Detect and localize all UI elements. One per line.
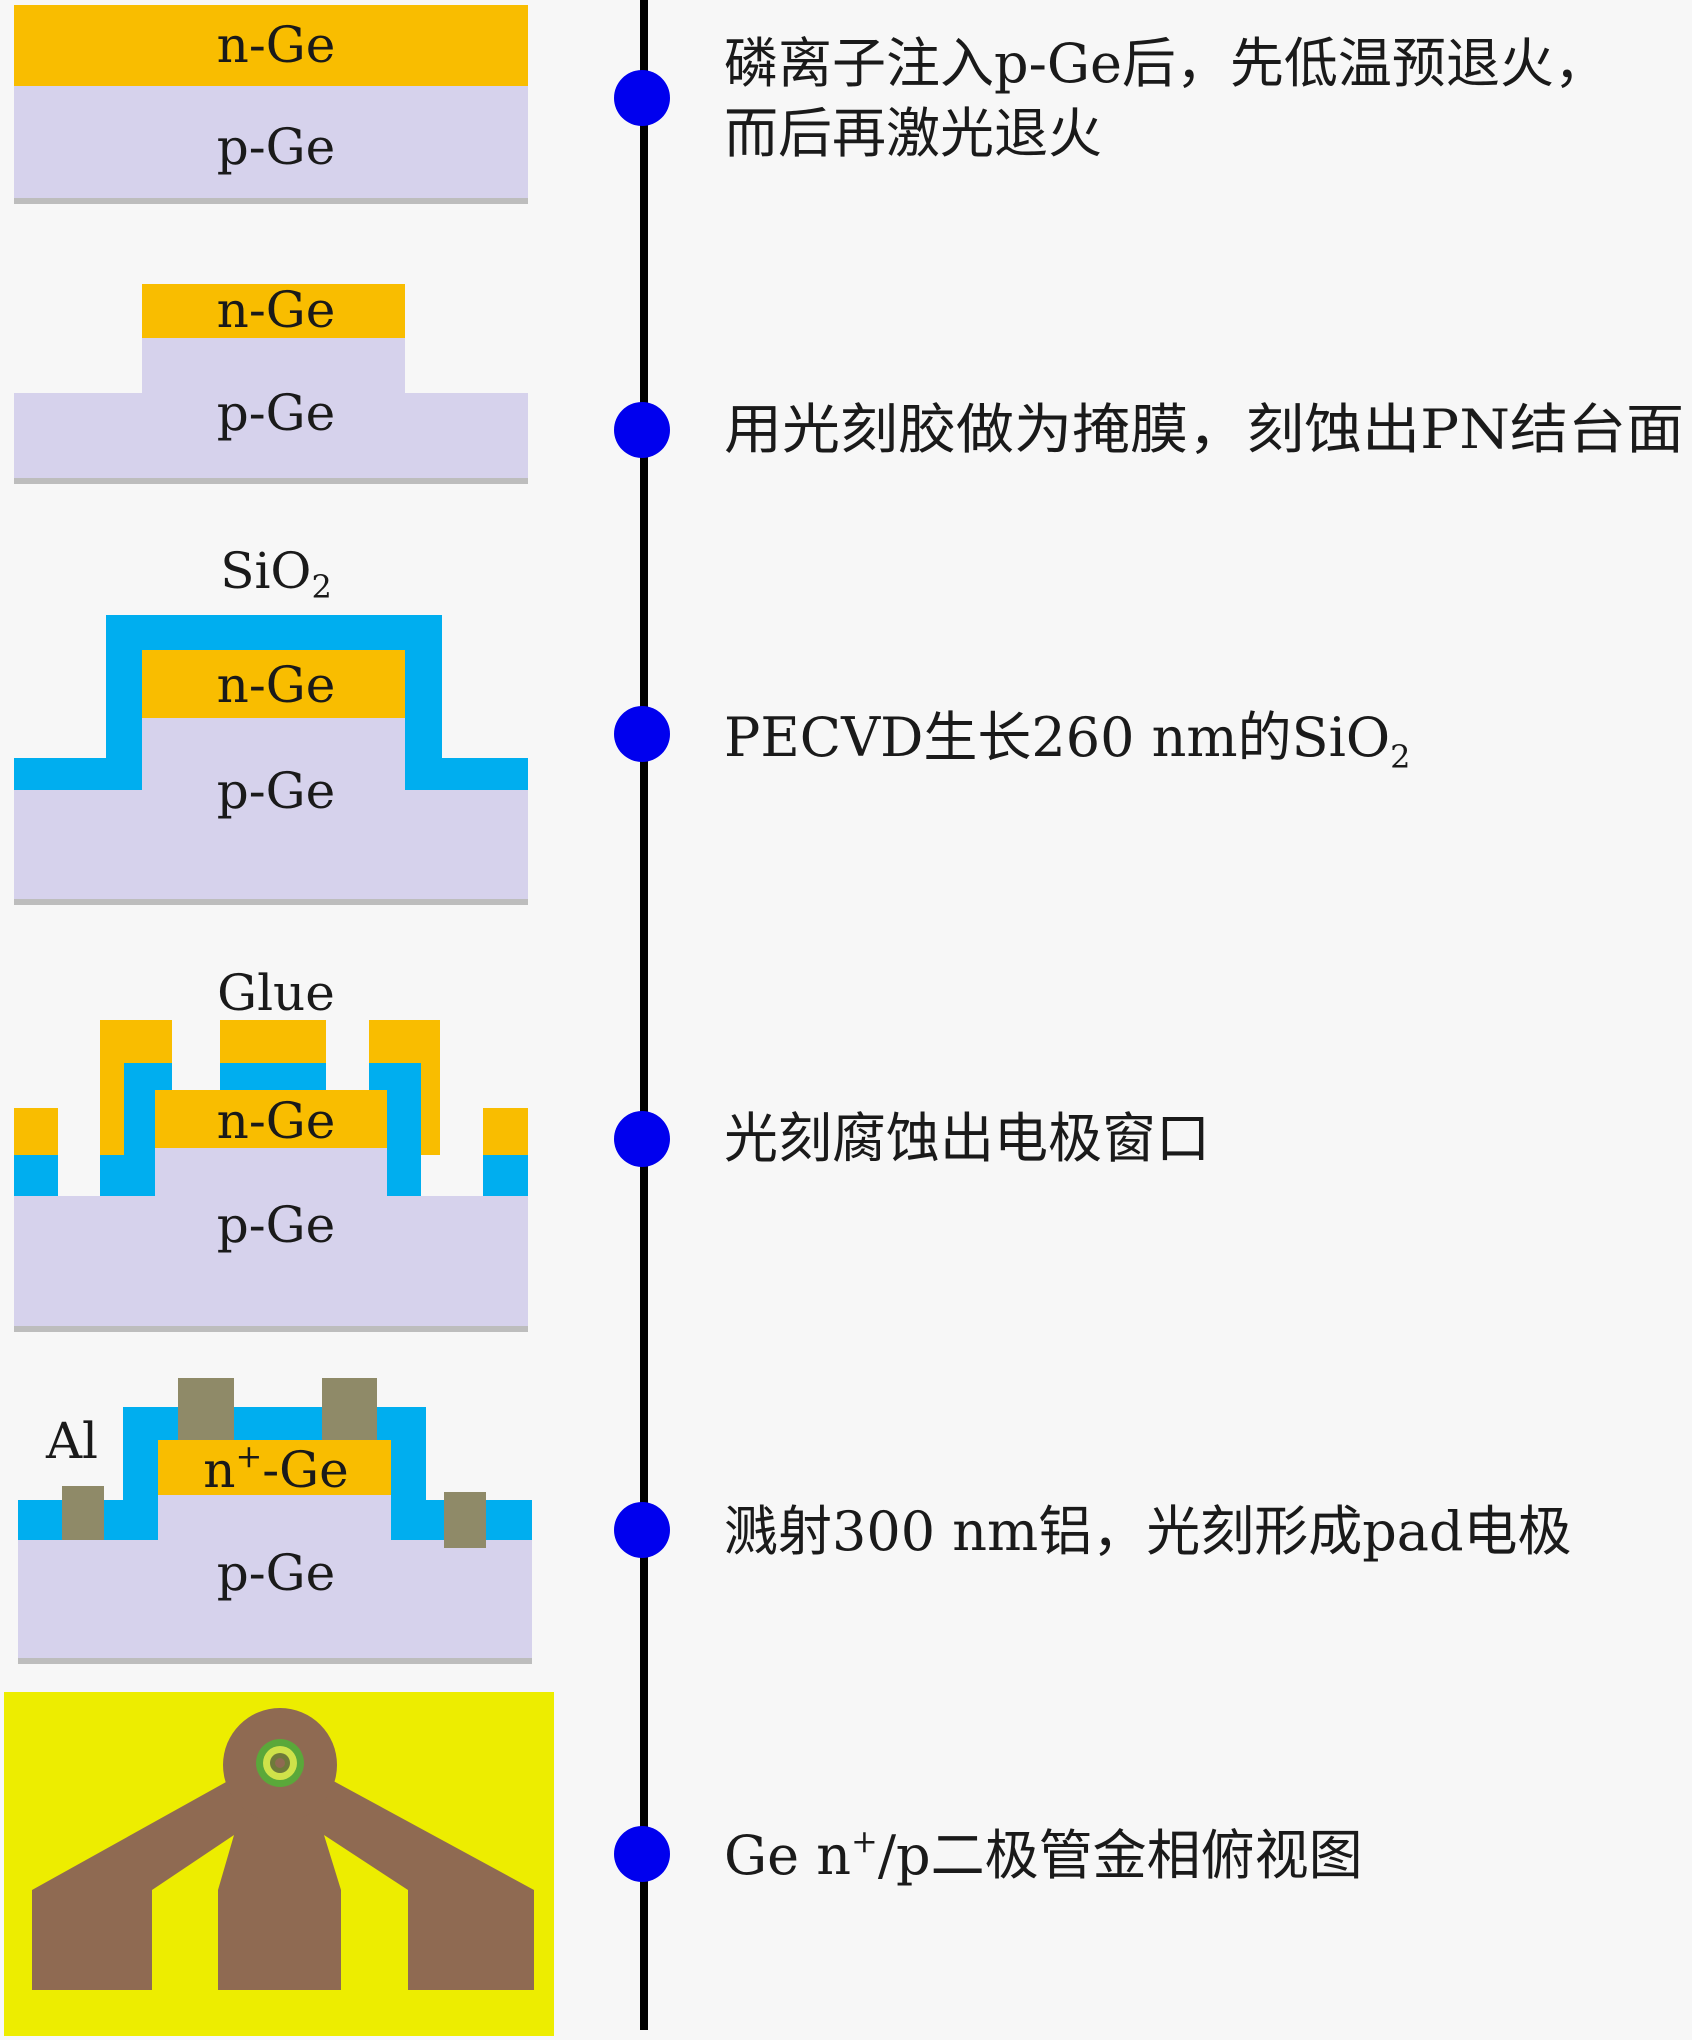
timeline-marker-6 [614,1826,670,1882]
p-ge-label: p-Ge [217,118,335,176]
sio2-right-edge [483,1155,528,1196]
step-4-description: 光刻腐蚀出电极窗口 [724,1107,1210,1170]
p-ge-label: p-Ge [217,384,335,442]
n-plus-ge-label: n+-Ge [203,1437,348,1499]
glue-left [100,1020,172,1155]
step-2-description: 用光刻胶做为掩膜，刻蚀出PN结台面 [724,398,1684,461]
sio2-left-edge [14,1155,58,1196]
step-3-description: PECVD生长260 nm的SiO2 [724,706,1410,776]
n-ge-label: n-Ge [217,281,336,339]
step-3-cross-section: SiO2 n-Ge p-Ge [14,542,528,905]
glue-right-edge [483,1108,528,1155]
timeline-line [640,0,648,2030]
step-1-description-line-1: 磷离子注入p-Ge后，先低温预退火， [724,32,1608,95]
glue-center [220,1020,326,1063]
substrate-shadow [18,1658,532,1664]
glue-left-edge [14,1108,58,1155]
p-ge-substrate [14,86,528,204]
timeline-marker-4 [614,1111,670,1167]
substrate-shadow [14,198,528,204]
step-6-description: Ge n+/p二极管金相俯视图 [724,1822,1363,1887]
n-ge-layer [158,1440,391,1495]
p-ge-mesa [142,718,405,791]
substrate-shadow [14,899,528,905]
sio2-layer [18,1407,532,1540]
al-contact-right [444,1492,486,1548]
n-ge-label: n-Ge [217,1092,336,1150]
timeline-marker-5 [614,1502,670,1558]
n-ge-label: n-Ge [217,656,336,714]
step-descriptions: 磷离子注入p-Ge后，先低温预退火， 而后再激光退火 用光刻胶做为掩膜，刻蚀出P… [724,32,1684,1887]
device-core [275,1758,285,1768]
step-5-description: 溅射300 nm铝，光刻形成pad电极 [724,1500,1572,1563]
substrate-shadow [14,478,528,484]
p-ge-substrate [14,790,528,905]
step-1-cross-section: n-Ge p-Ge [14,5,528,204]
sio2-right-wall [369,1063,421,1196]
step-5-cross-section: Al n+-Ge p-Ge [18,1378,532,1664]
timeline [614,0,670,2030]
n-ge-layer [142,650,405,718]
n-ge-layer [155,1090,387,1148]
pad-metal-shape [32,1752,534,1990]
timeline-marker-3 [614,706,670,762]
al-contact-left [62,1486,104,1540]
n-ge-label: n-Ge [217,16,336,74]
step-6-top-view [4,1692,554,2036]
p-ge-mesa [155,1148,387,1197]
sio2-center [220,1063,326,1090]
step-1-description-line-2: 而后再激光退火 [724,102,1102,165]
substrate-shadow [14,1326,528,1332]
p-ge-mesa [142,338,405,394]
timeline-marker-2 [614,402,670,458]
p-ge-mesa [158,1495,391,1541]
p-ge-label: p-Ge [217,762,335,820]
al-contact-2 [322,1378,377,1440]
n-ge-layer [14,5,528,86]
glue-right [369,1020,440,1155]
sio2-label: SiO2 [220,542,332,606]
p-ge-label: p-Ge [217,1544,335,1602]
step-2-cross-section: n-Ge p-Ge [14,281,528,484]
timeline-marker-1 [614,70,670,126]
p-ge-substrate [14,1196,528,1332]
p-ge-label: p-Ge [217,1196,335,1254]
al-label: Al [45,1412,98,1470]
al-contact-1 [178,1378,234,1440]
p-ge-substrate [14,393,528,484]
n-ge-layer [142,284,405,338]
p-ge-substrate [18,1540,532,1664]
glue-label: Glue [217,964,335,1022]
step-4-cross-section: Glue n-Ge p-Ge [14,964,528,1332]
